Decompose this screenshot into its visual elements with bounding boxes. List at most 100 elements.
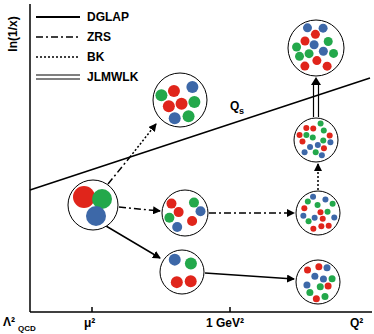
- parton-dot: [307, 144, 313, 150]
- parton-dot: [310, 194, 316, 200]
- parton-dot: [305, 49, 314, 58]
- parton-dot: [329, 49, 338, 58]
- parton-dot: [302, 149, 308, 155]
- parton-dot: [171, 276, 183, 288]
- parton-dot: [168, 85, 180, 97]
- parton-dot: [313, 149, 319, 155]
- parton-dot: [319, 24, 328, 33]
- parton-dot: [169, 254, 181, 266]
- parton-dot: [310, 40, 319, 49]
- parton-dot: [73, 186, 95, 208]
- parton-dot: [311, 273, 318, 280]
- parton-dot: [329, 275, 336, 282]
- axis-tick-label: 1 GeV²: [206, 317, 244, 329]
- parton-dot: [306, 218, 312, 224]
- parton-dot: [321, 145, 327, 151]
- parton-dot: [196, 206, 206, 216]
- parton-dot: [183, 110, 195, 122]
- parton-dot: [331, 214, 337, 220]
- axis-tick-subscript: QCD: [18, 325, 36, 333]
- parton-dot: [300, 213, 306, 219]
- parton-dot: [172, 222, 182, 232]
- dglap-arrow: [106, 226, 160, 258]
- parton-dot: [303, 125, 309, 131]
- saturation-label: Q: [230, 100, 239, 112]
- parton-dot: [318, 121, 324, 127]
- zrs-arrow: [119, 207, 160, 211]
- parton-dot: [320, 137, 326, 143]
- parton-dot: [303, 132, 309, 138]
- jlmwlk-arrow: [318, 84, 319, 117]
- parton-dot: [327, 139, 333, 145]
- parton-dot: [305, 198, 311, 204]
- hadron-circle: [288, 20, 344, 76]
- parton-dot: [176, 98, 188, 110]
- parton-dot: [299, 138, 305, 144]
- parton-dot: [311, 30, 320, 39]
- x-axis: [30, 311, 372, 313]
- legend-line-solid: [36, 16, 80, 18]
- parton-dot: [169, 112, 181, 124]
- parton-dot: [319, 152, 325, 158]
- hadron-circle: [153, 73, 207, 127]
- hadron-circle: [68, 180, 118, 230]
- parton-dot: [295, 52, 304, 61]
- hadron-circle: [162, 190, 208, 236]
- legend-text: BK: [87, 51, 104, 63]
- legend-text: JLMWLK: [87, 71, 138, 83]
- legend-text: DGLAP: [87, 11, 129, 23]
- zrs-arrow: [108, 157, 130, 184]
- parton-dot: [301, 37, 310, 46]
- arrow-head: [311, 77, 321, 85]
- parton-dot: [304, 267, 311, 274]
- parton-dot: [164, 213, 174, 223]
- parton-dot: [320, 216, 326, 222]
- axis-tick-label: Λ²: [3, 316, 15, 328]
- parton-dot: [321, 293, 328, 300]
- parton-dot: [327, 132, 333, 138]
- legend-line-double: [36, 78, 80, 79]
- jlmwlk-arrow: [313, 84, 314, 117]
- parton-dot: [310, 226, 316, 232]
- parton-dot: [189, 198, 199, 208]
- parton-dot: [319, 47, 328, 56]
- parton-dot: [174, 207, 184, 217]
- legend-line-dotted: [36, 56, 80, 58]
- parton-dot: [326, 223, 332, 229]
- parton-dot: [318, 223, 324, 229]
- y-axis: [29, 4, 31, 312]
- parton-dot: [321, 127, 327, 133]
- parton-dot: [317, 209, 323, 215]
- parton-dot: [86, 206, 106, 226]
- parton-dot: [185, 275, 197, 287]
- parton-dot: [301, 205, 307, 211]
- parton-dot: [315, 202, 321, 208]
- parton-dot: [155, 89, 167, 101]
- parton-dot: [312, 56, 321, 65]
- parton-dot: [315, 263, 322, 270]
- legend-text: ZRS: [87, 31, 111, 43]
- hadron-circle: [294, 118, 338, 162]
- parton-dot: [306, 289, 313, 296]
- parton-dot: [323, 62, 332, 71]
- parton-dot: [310, 125, 316, 131]
- legend-line-dashdot: [36, 36, 80, 38]
- parton-dot: [292, 42, 301, 51]
- dglap-arrow: [205, 273, 294, 279]
- parton-dot: [188, 96, 200, 108]
- tick: [229, 307, 231, 312]
- zrs-arrow: [209, 212, 294, 214]
- parton-dot: [315, 142, 321, 148]
- hadron-circle: [160, 250, 204, 294]
- parton-dot: [320, 275, 327, 282]
- bk-arrow: [317, 164, 319, 190]
- parton-dot: [312, 215, 318, 221]
- parton-dot: [310, 134, 316, 140]
- parton-dot: [92, 189, 112, 209]
- parton-dot: [166, 199, 176, 209]
- parton-dot: [330, 201, 336, 207]
- parton-dot: [300, 62, 309, 71]
- parton-dot: [317, 283, 324, 290]
- parton-dot: [325, 209, 331, 215]
